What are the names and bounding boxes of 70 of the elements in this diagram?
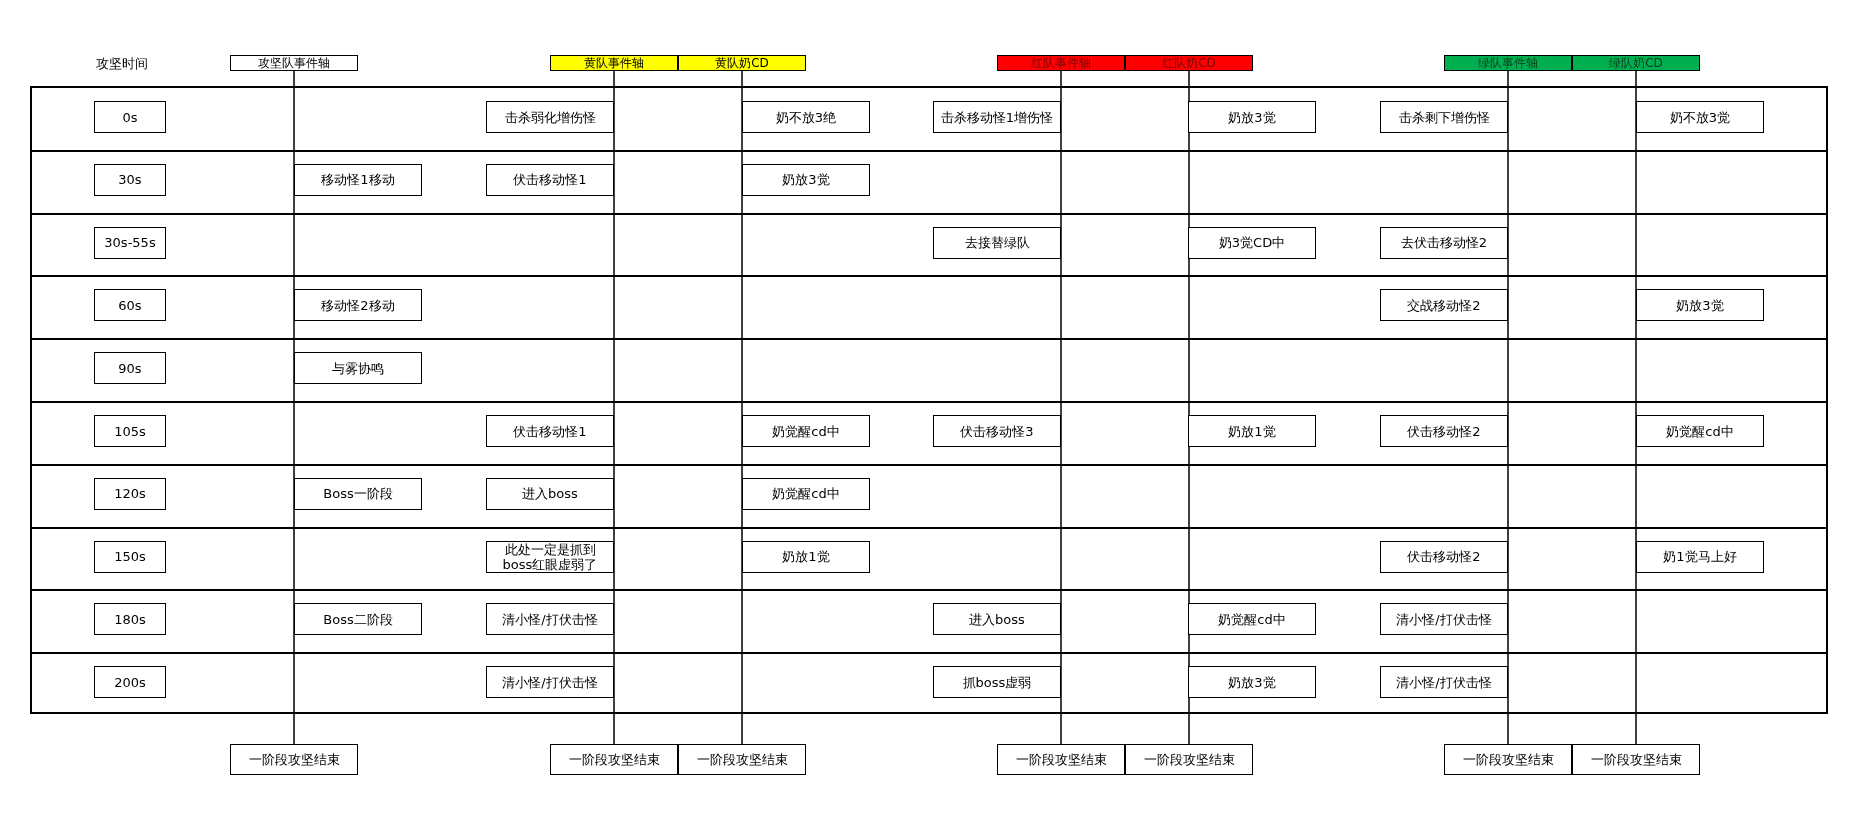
column-label: 攻坚时间: [96, 55, 148, 73]
axis-header: 黄队事件轴: [550, 55, 678, 71]
end-box: 一阶段攻坚结束: [997, 744, 1125, 775]
axis-header: 绿队奶CD: [1572, 55, 1700, 71]
event-box: 奶放3觉: [1636, 289, 1764, 322]
axis-line: [1507, 70, 1509, 745]
event-box: 奶不放3觉: [1636, 101, 1764, 133]
axis-line: [613, 70, 615, 745]
end-box: 一阶段攻坚结束: [1444, 744, 1572, 775]
event-box: 伏击移动怪2: [1380, 540, 1508, 573]
event-box: 伏击移动怪1: [486, 415, 614, 447]
end-box: 一阶段攻坚结束: [678, 744, 806, 775]
event-box: 清小怪/打伏击怪: [1380, 666, 1508, 699]
event-box: 奶1觉马上好: [1636, 540, 1764, 573]
event-box: 击杀弱化增伤怪: [486, 101, 614, 133]
event-box: Boss二阶段: [294, 603, 422, 636]
event-box: 抓boss虚弱: [933, 666, 1061, 699]
axis-header: 绿队事件轴: [1444, 55, 1572, 71]
time-box: 60s: [94, 289, 166, 322]
event-box: 去接替绿队: [933, 226, 1061, 259]
event-box: 奶觉醒cd中: [1188, 603, 1316, 636]
time-box: 30s-55s: [94, 226, 166, 259]
event-box: 交战移动怪2: [1380, 289, 1508, 322]
event-box: 伏击移动怪3: [933, 415, 1061, 447]
event-box: 奶觉醒cd中: [742, 415, 870, 447]
end-box: 一阶段攻坚结束: [1572, 744, 1700, 775]
event-box: 去伏击移动怪2: [1380, 226, 1508, 259]
event-box: 伏击移动怪2: [1380, 415, 1508, 447]
axis-header: 黄队奶CD: [678, 55, 806, 71]
event-box: 奶放1觉: [742, 540, 870, 573]
event-box: 奶3觉CD中: [1188, 226, 1316, 259]
event-box: 奶不放3绝: [742, 101, 870, 133]
end-box: 一阶段攻坚结束: [1125, 744, 1253, 775]
time-box: 200s: [94, 666, 166, 699]
time-box: 180s: [94, 603, 166, 636]
time-box: 120s: [94, 477, 166, 510]
event-box: 此处一定是抓到boss红眼虚弱了: [486, 540, 614, 573]
end-box: 一阶段攻坚结束: [550, 744, 678, 775]
event-box: 移动怪1移动: [294, 163, 422, 196]
event-box: 奶觉醒cd中: [1636, 415, 1764, 447]
axis-line: [741, 70, 743, 745]
event-box: 清小怪/打伏击怪: [486, 603, 614, 636]
event-box: Boss一阶段: [294, 477, 422, 510]
axis-line: [1635, 70, 1637, 745]
event-box: 伏击移动怪1: [486, 163, 614, 196]
timeline-table: [30, 86, 1828, 714]
event-box: 奶放1觉: [1188, 415, 1316, 447]
time-box: 90s: [94, 352, 166, 385]
event-box: 进入boss: [933, 603, 1061, 636]
time-box: 30s: [94, 163, 166, 196]
event-box: 清小怪/打伏击怪: [1380, 603, 1508, 636]
time-box: 105s: [94, 415, 166, 447]
event-box: 与雾协鸣: [294, 352, 422, 385]
end-box: 一阶段攻坚结束: [230, 744, 358, 775]
event-box: 击杀移动怪1增伤怪: [933, 101, 1061, 133]
time-box: 150s: [94, 540, 166, 573]
event-box: 进入boss: [486, 477, 614, 510]
axis-header: 攻坚队事件轴: [230, 55, 358, 71]
event-box: 移动怪2移动: [294, 289, 422, 322]
time-box: 0s: [94, 101, 166, 133]
axis-line: [1060, 70, 1062, 745]
event-box: 清小怪/打伏击怪: [486, 666, 614, 699]
event-box: 奶觉醒cd中: [742, 477, 870, 510]
event-box: 奶放3觉: [1188, 666, 1316, 699]
event-box: 击杀剩下增伤怪: [1380, 101, 1508, 133]
event-box: 奶放3觉: [1188, 101, 1316, 133]
axis-header: 红队奶CD: [1125, 55, 1253, 71]
axis-line: [293, 70, 295, 745]
axis-header: 红队事件轴: [997, 55, 1125, 71]
event-box: 奶放3觉: [742, 163, 870, 196]
